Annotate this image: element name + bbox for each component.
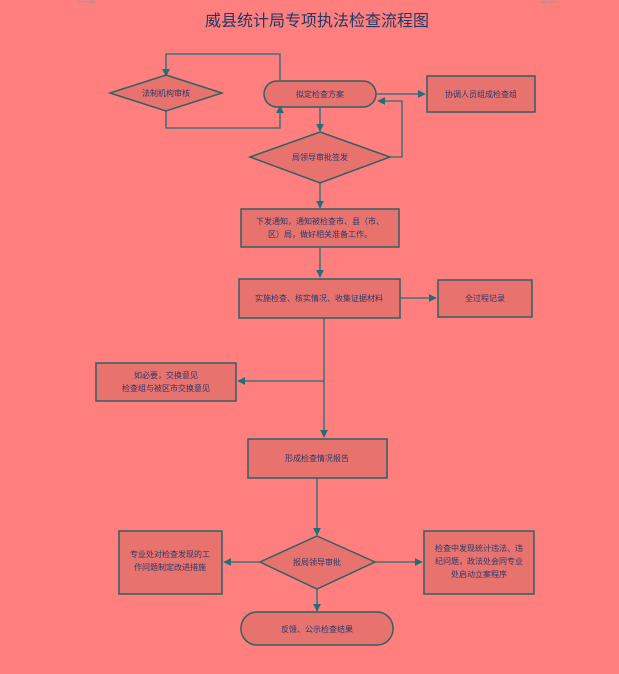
node-case: 检查中发现统计违法、违 纪问题，政法处会同专业 处启动立案程序 xyxy=(423,530,535,595)
node-feedback-label: 反馈、公示检查结果 xyxy=(281,624,353,634)
edge-approval-to-draft xyxy=(377,97,403,158)
node-legal-review-label: 法制机构审核 xyxy=(142,88,190,98)
node-bureau-review: 报局领导审批 xyxy=(258,535,377,590)
node-rectify: 专业处对检查发现的工 作问题制定改进措施 xyxy=(118,530,223,595)
node-leader-approval: 局领导审批签发 xyxy=(247,131,393,184)
node-bureau-review-label: 报局领导审批 xyxy=(293,557,341,567)
node-inspect-label: 实施检查、核实情况、收集证据材料 xyxy=(255,293,383,303)
node-feedback: 反馈、公示检查结果 xyxy=(240,611,394,646)
node-report: 形成检查情况报告 xyxy=(247,438,388,479)
node-draft-plan: 拟定检查方案 xyxy=(263,80,377,108)
node-leader-approval-label: 局领导审批签发 xyxy=(292,152,348,162)
crop-marks xyxy=(78,0,558,4)
node-exchange: 如必要，交换意见 检查组与被区市交换意见 xyxy=(95,362,237,402)
node-legal-review: 法制机构审核 xyxy=(107,74,225,112)
node-case-line-2: 纪问题，政法处会同专业 xyxy=(435,556,523,566)
node-coordinate-label: 协调人员组成检查组 xyxy=(445,89,517,99)
edges xyxy=(162,53,437,612)
node-exchange-line-1: 如必要，交换意见 xyxy=(134,370,198,380)
node-draft-plan-label: 拟定检查方案 xyxy=(296,89,344,99)
node-rectify-line-2: 作问题制定改进措施 xyxy=(134,562,206,572)
node-inspect: 实施检查、核实情况、收集证据材料 xyxy=(238,278,401,319)
node-notice-line-2: 区）局，做好相关准备工作。 xyxy=(268,229,372,239)
node-report-label: 形成检查情况报告 xyxy=(285,453,349,463)
diagram-title: 威县统计局专项执法检查流程图 xyxy=(205,11,429,30)
node-record: 全过程记录 xyxy=(437,279,533,318)
node-notice-line-1: 下发通知，通知被检查市、县（市、 xyxy=(256,216,384,226)
node-coordinate: 协调人员组成检查组 xyxy=(426,75,536,113)
node-exchange-line-2: 检查组与被区市交换意见 xyxy=(122,383,210,393)
node-case-line-1: 检查中发现统计违法、违 xyxy=(435,543,523,553)
node-record-label: 全过程记录 xyxy=(465,293,505,303)
edge-draft-to-legal xyxy=(162,53,281,80)
node-case-line-3: 处启动立案程序 xyxy=(451,569,507,579)
edge-legal-to-draft xyxy=(165,105,284,129)
node-notice: 下发通知，通知被检查市、县（市、 区）局，做好相关准备工作。 xyxy=(240,208,400,248)
node-rectify-line-1: 专业处对检查发现的工 xyxy=(130,549,210,559)
